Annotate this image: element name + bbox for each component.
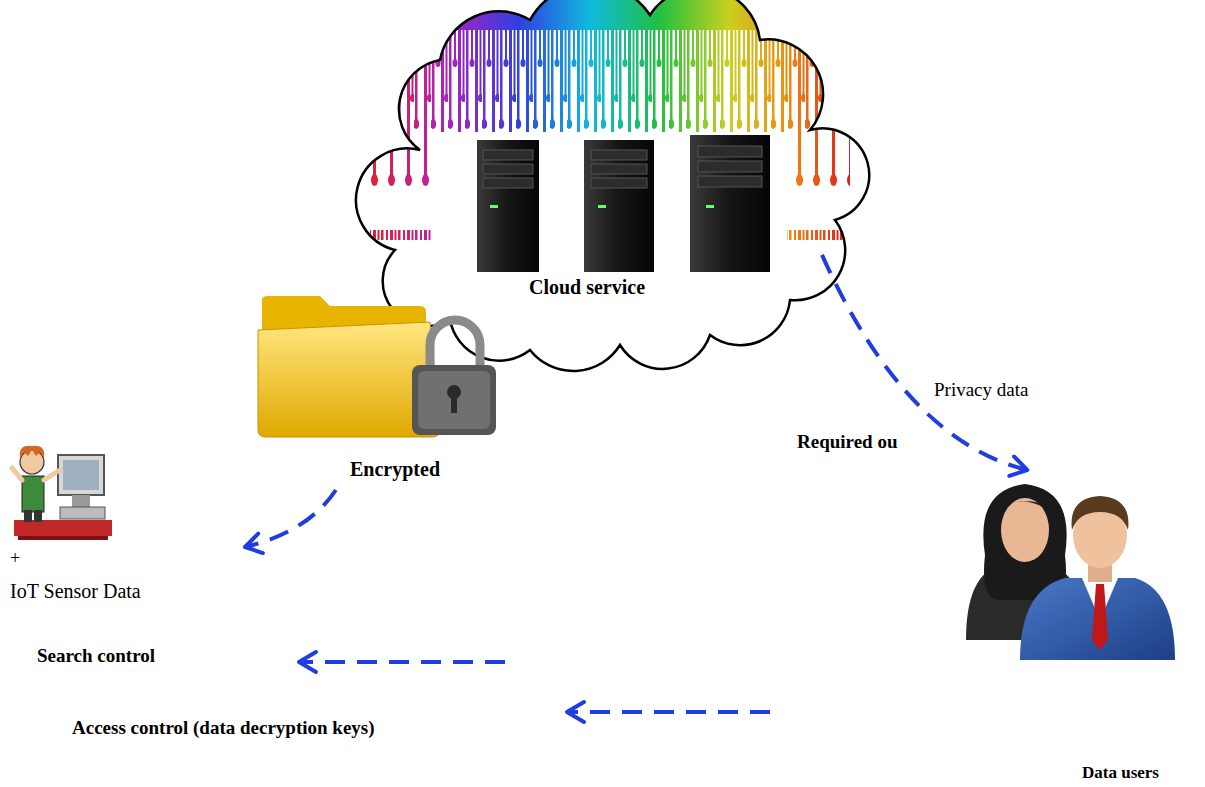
node-text: Encrypted xyxy=(350,458,440,481)
cloud-shape xyxy=(356,0,869,371)
flow-label: Search control xyxy=(35,645,157,667)
dashed-arrows xyxy=(299,652,770,722)
encrypted-folder-node: Encrypted xyxy=(255,290,500,490)
data-users-icon xyxy=(966,484,1175,660)
node-text: Data users xyxy=(1082,763,1159,783)
data-owner-icon xyxy=(12,446,112,540)
server-icons xyxy=(477,135,770,272)
cloud-node: Cloud service xyxy=(375,0,845,370)
edge-label: Privacy data xyxy=(932,379,1030,401)
node-text: Cloud service xyxy=(529,276,645,299)
node-text: + xyxy=(10,548,20,569)
data-users-node: Data users xyxy=(960,470,1200,785)
dashed-connector xyxy=(245,490,336,547)
flow-label: Required ou xyxy=(795,431,899,453)
data-owner-node: + IoT Sensor Data xyxy=(5,435,245,610)
flow-label: Access control (data decryption keys) xyxy=(70,717,377,739)
locked-folder xyxy=(258,296,496,437)
node-text: IoT Sensor Data xyxy=(10,580,141,603)
